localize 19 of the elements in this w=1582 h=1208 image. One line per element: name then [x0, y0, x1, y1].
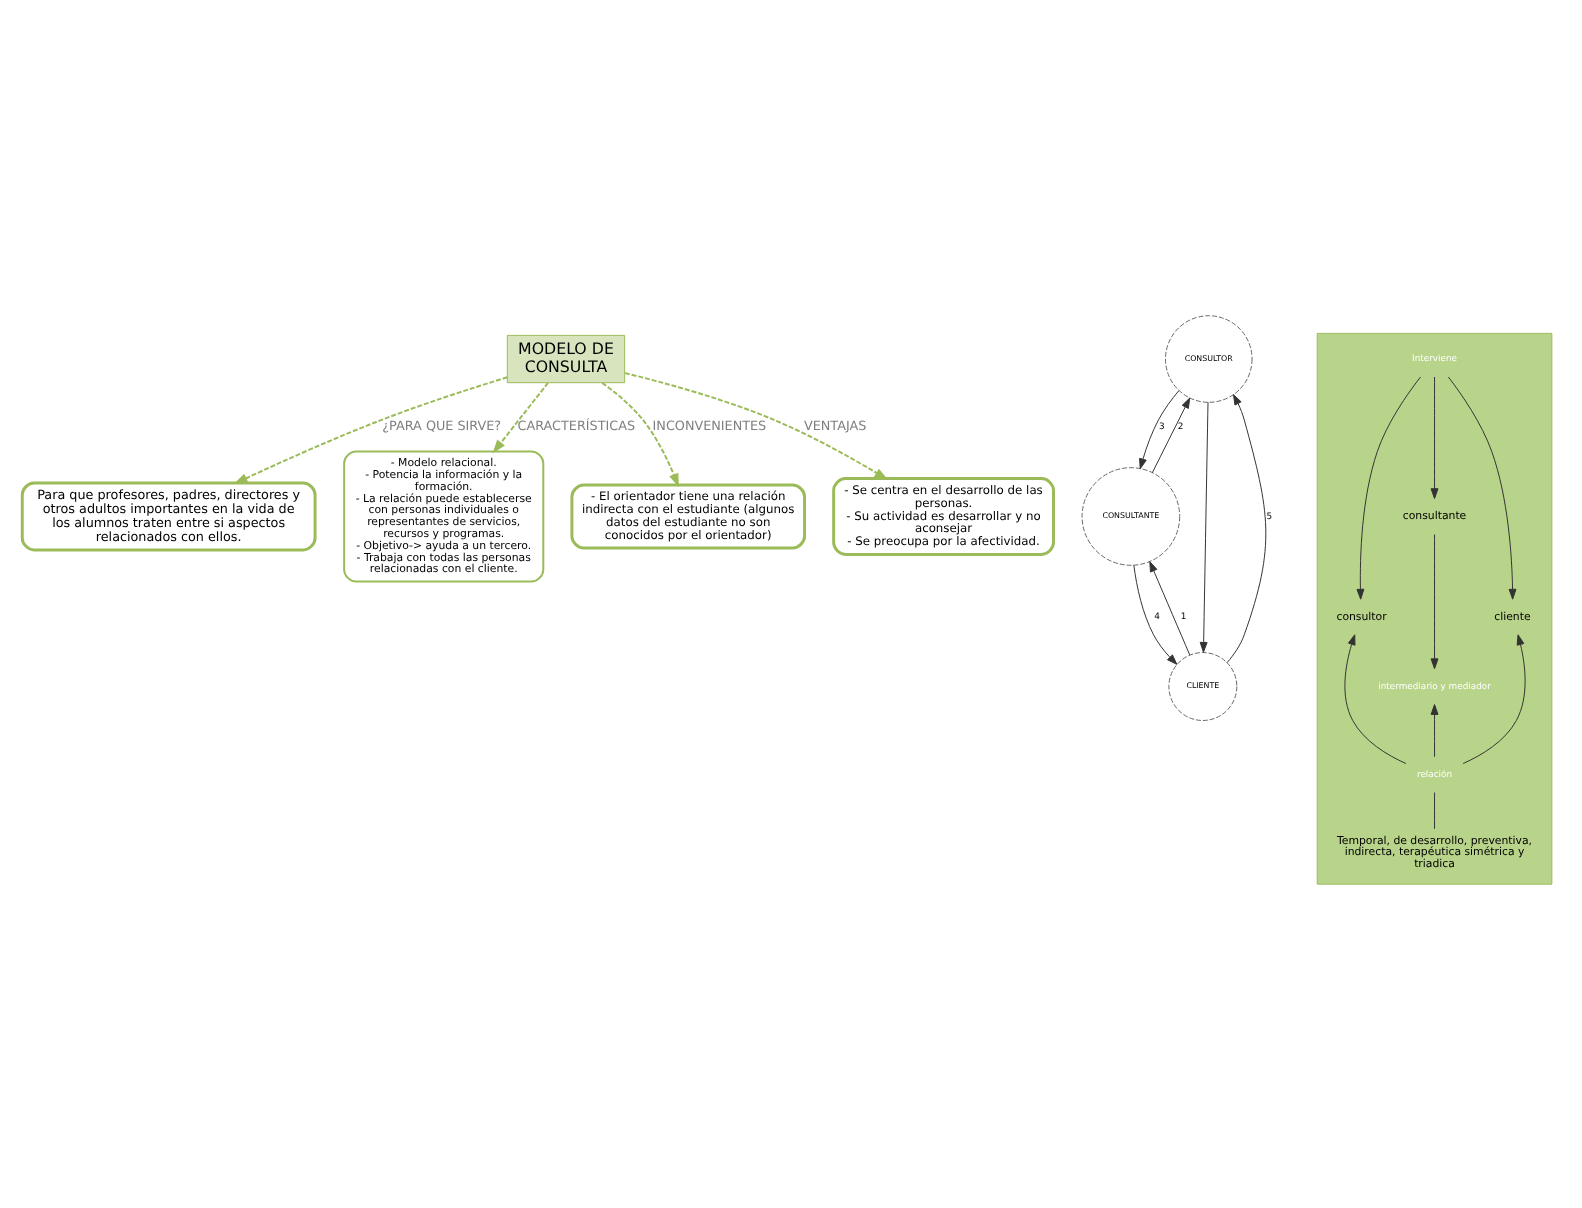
- arrow: [1139, 390, 1180, 470]
- arrow: [233, 376, 509, 485]
- arrow: [1151, 397, 1191, 474]
- cluster: [1316, 332, 1553, 885]
- arrow: [492, 381, 549, 454]
- arrow: [1149, 561, 1191, 656]
- arrow: [1356, 376, 1421, 600]
- arrow: [1133, 564, 1178, 665]
- connector: [1434, 792, 1436, 830]
- arrow: [1199, 401, 1209, 653]
- arrow: [1344, 634, 1407, 765]
- arrow: [1462, 634, 1526, 765]
- arrow: [624, 372, 889, 480]
- arrow: [1430, 704, 1439, 758]
- arrow: [1447, 376, 1517, 600]
- arrow: [601, 381, 679, 488]
- arrow: [1430, 376, 1439, 500]
- arrow: [1226, 394, 1267, 664]
- arrow: [1430, 534, 1439, 670]
